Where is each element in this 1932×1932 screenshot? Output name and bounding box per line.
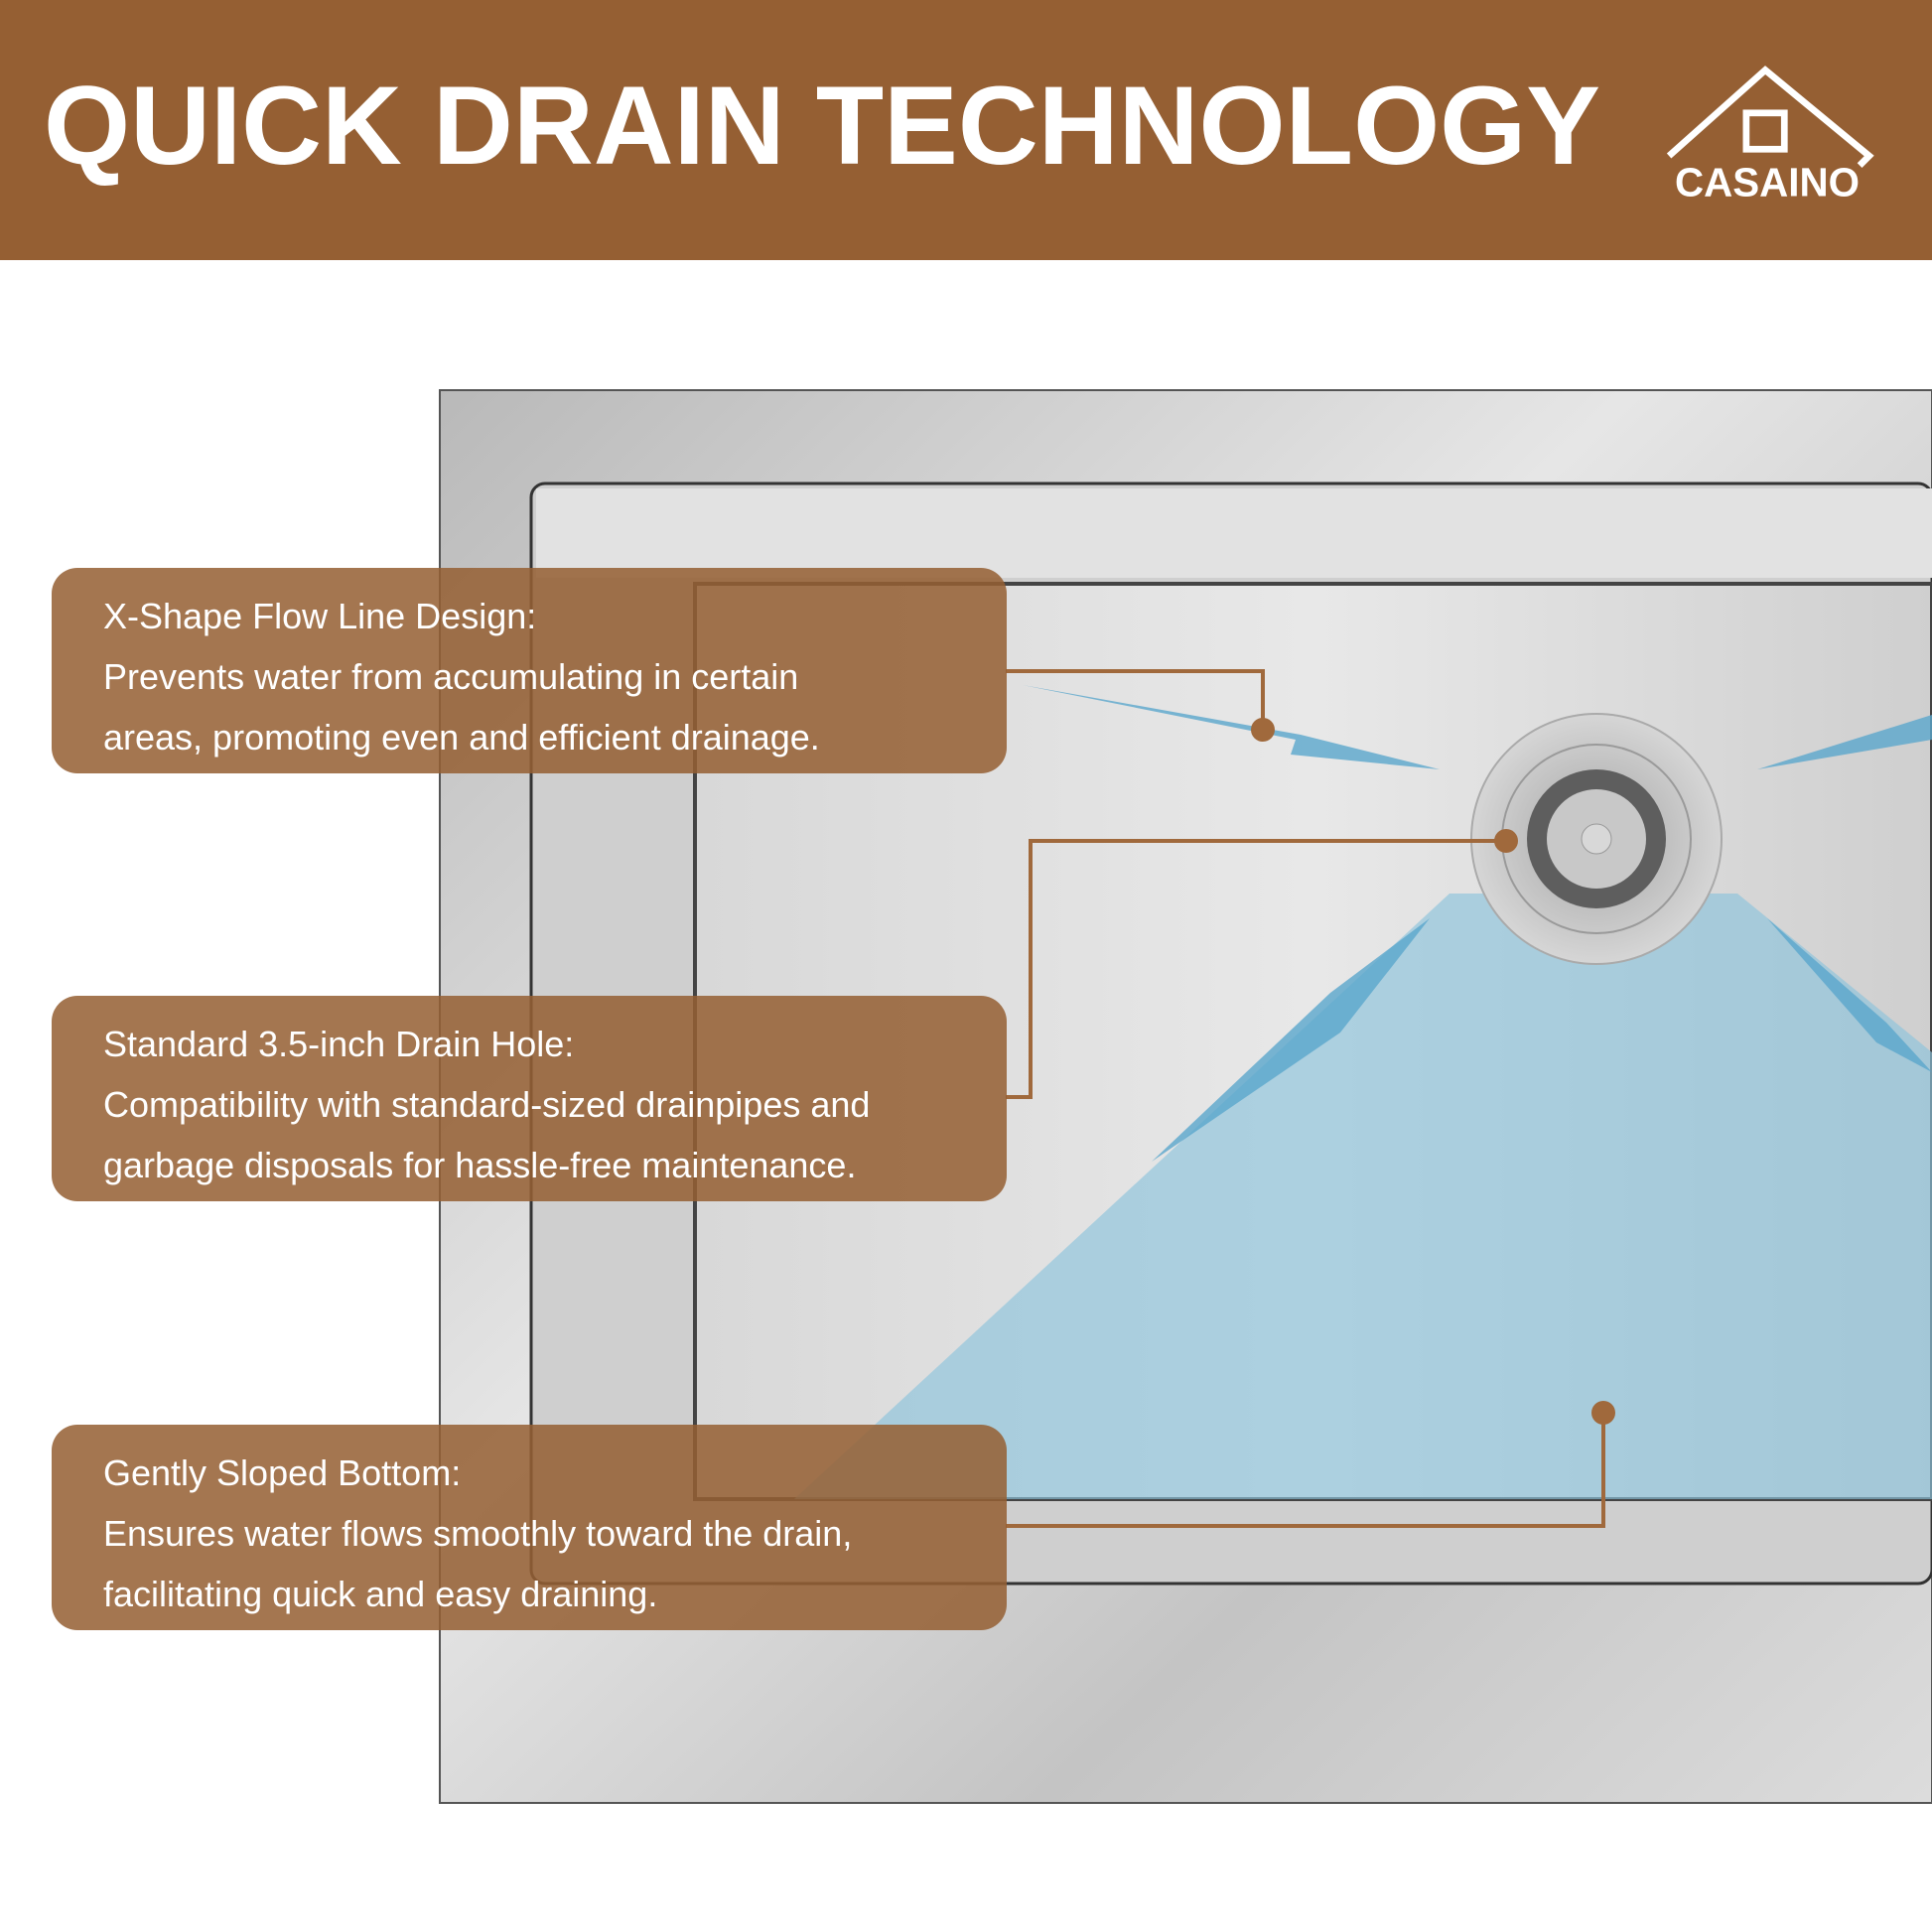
flow-arrow-bottom-right: [1767, 918, 1932, 1072]
feature-callout-sloped-bottom: Gently Sloped Bottom: Ensures water flow…: [52, 1425, 1007, 1630]
feature-text: Prevents water from accumulating in cert…: [103, 656, 799, 697]
basin-wall-top: [536, 488, 1932, 578]
feature-text: Compatibility with standard-sized drainp…: [103, 1084, 871, 1125]
flow-arrow-bottom-left: [1152, 918, 1430, 1162]
water-slope-area: [794, 894, 1932, 1499]
flow-arrow-top-left: [1023, 685, 1440, 769]
callout-connectors: [1006, 669, 1605, 1528]
feature-text: garbage disposals for hassle-free mainte…: [103, 1145, 857, 1185]
feature-text: Ensures water flows smoothly toward the …: [103, 1513, 853, 1554]
feature-text: areas, promoting even and efficient drai…: [103, 717, 820, 758]
svg-text:CASAINO: CASAINO: [1675, 159, 1860, 205]
callout-dot: [1251, 718, 1275, 742]
feature-heading: Standard 3.5-inch Drain Hole:: [103, 1024, 575, 1064]
feature-callout-flow-lines: X-Shape Flow Line Design: Prevents water…: [52, 568, 1007, 773]
feature-heading: Gently Sloped Bottom:: [103, 1452, 462, 1493]
feature-text: facilitating quick and easy draining.: [103, 1574, 658, 1614]
page-title: QUICK DRAIN TECHNOLOGY: [44, 64, 1600, 188]
callout-dot: [1591, 1401, 1615, 1425]
flow-arrow-top-right: [1757, 715, 1932, 769]
drain-assembly: [1470, 713, 1723, 965]
casaino-logo: CASAINO: [1666, 66, 1874, 205]
header-banner: QUICK DRAIN TECHNOLOGY CASAINO: [0, 0, 1932, 260]
feature-heading: X-Shape Flow Line Design:: [103, 596, 537, 636]
callout-dot: [1494, 829, 1518, 853]
feature-callout-drain-hole: Standard 3.5-inch Drain Hole: Compatibil…: [52, 996, 1007, 1201]
